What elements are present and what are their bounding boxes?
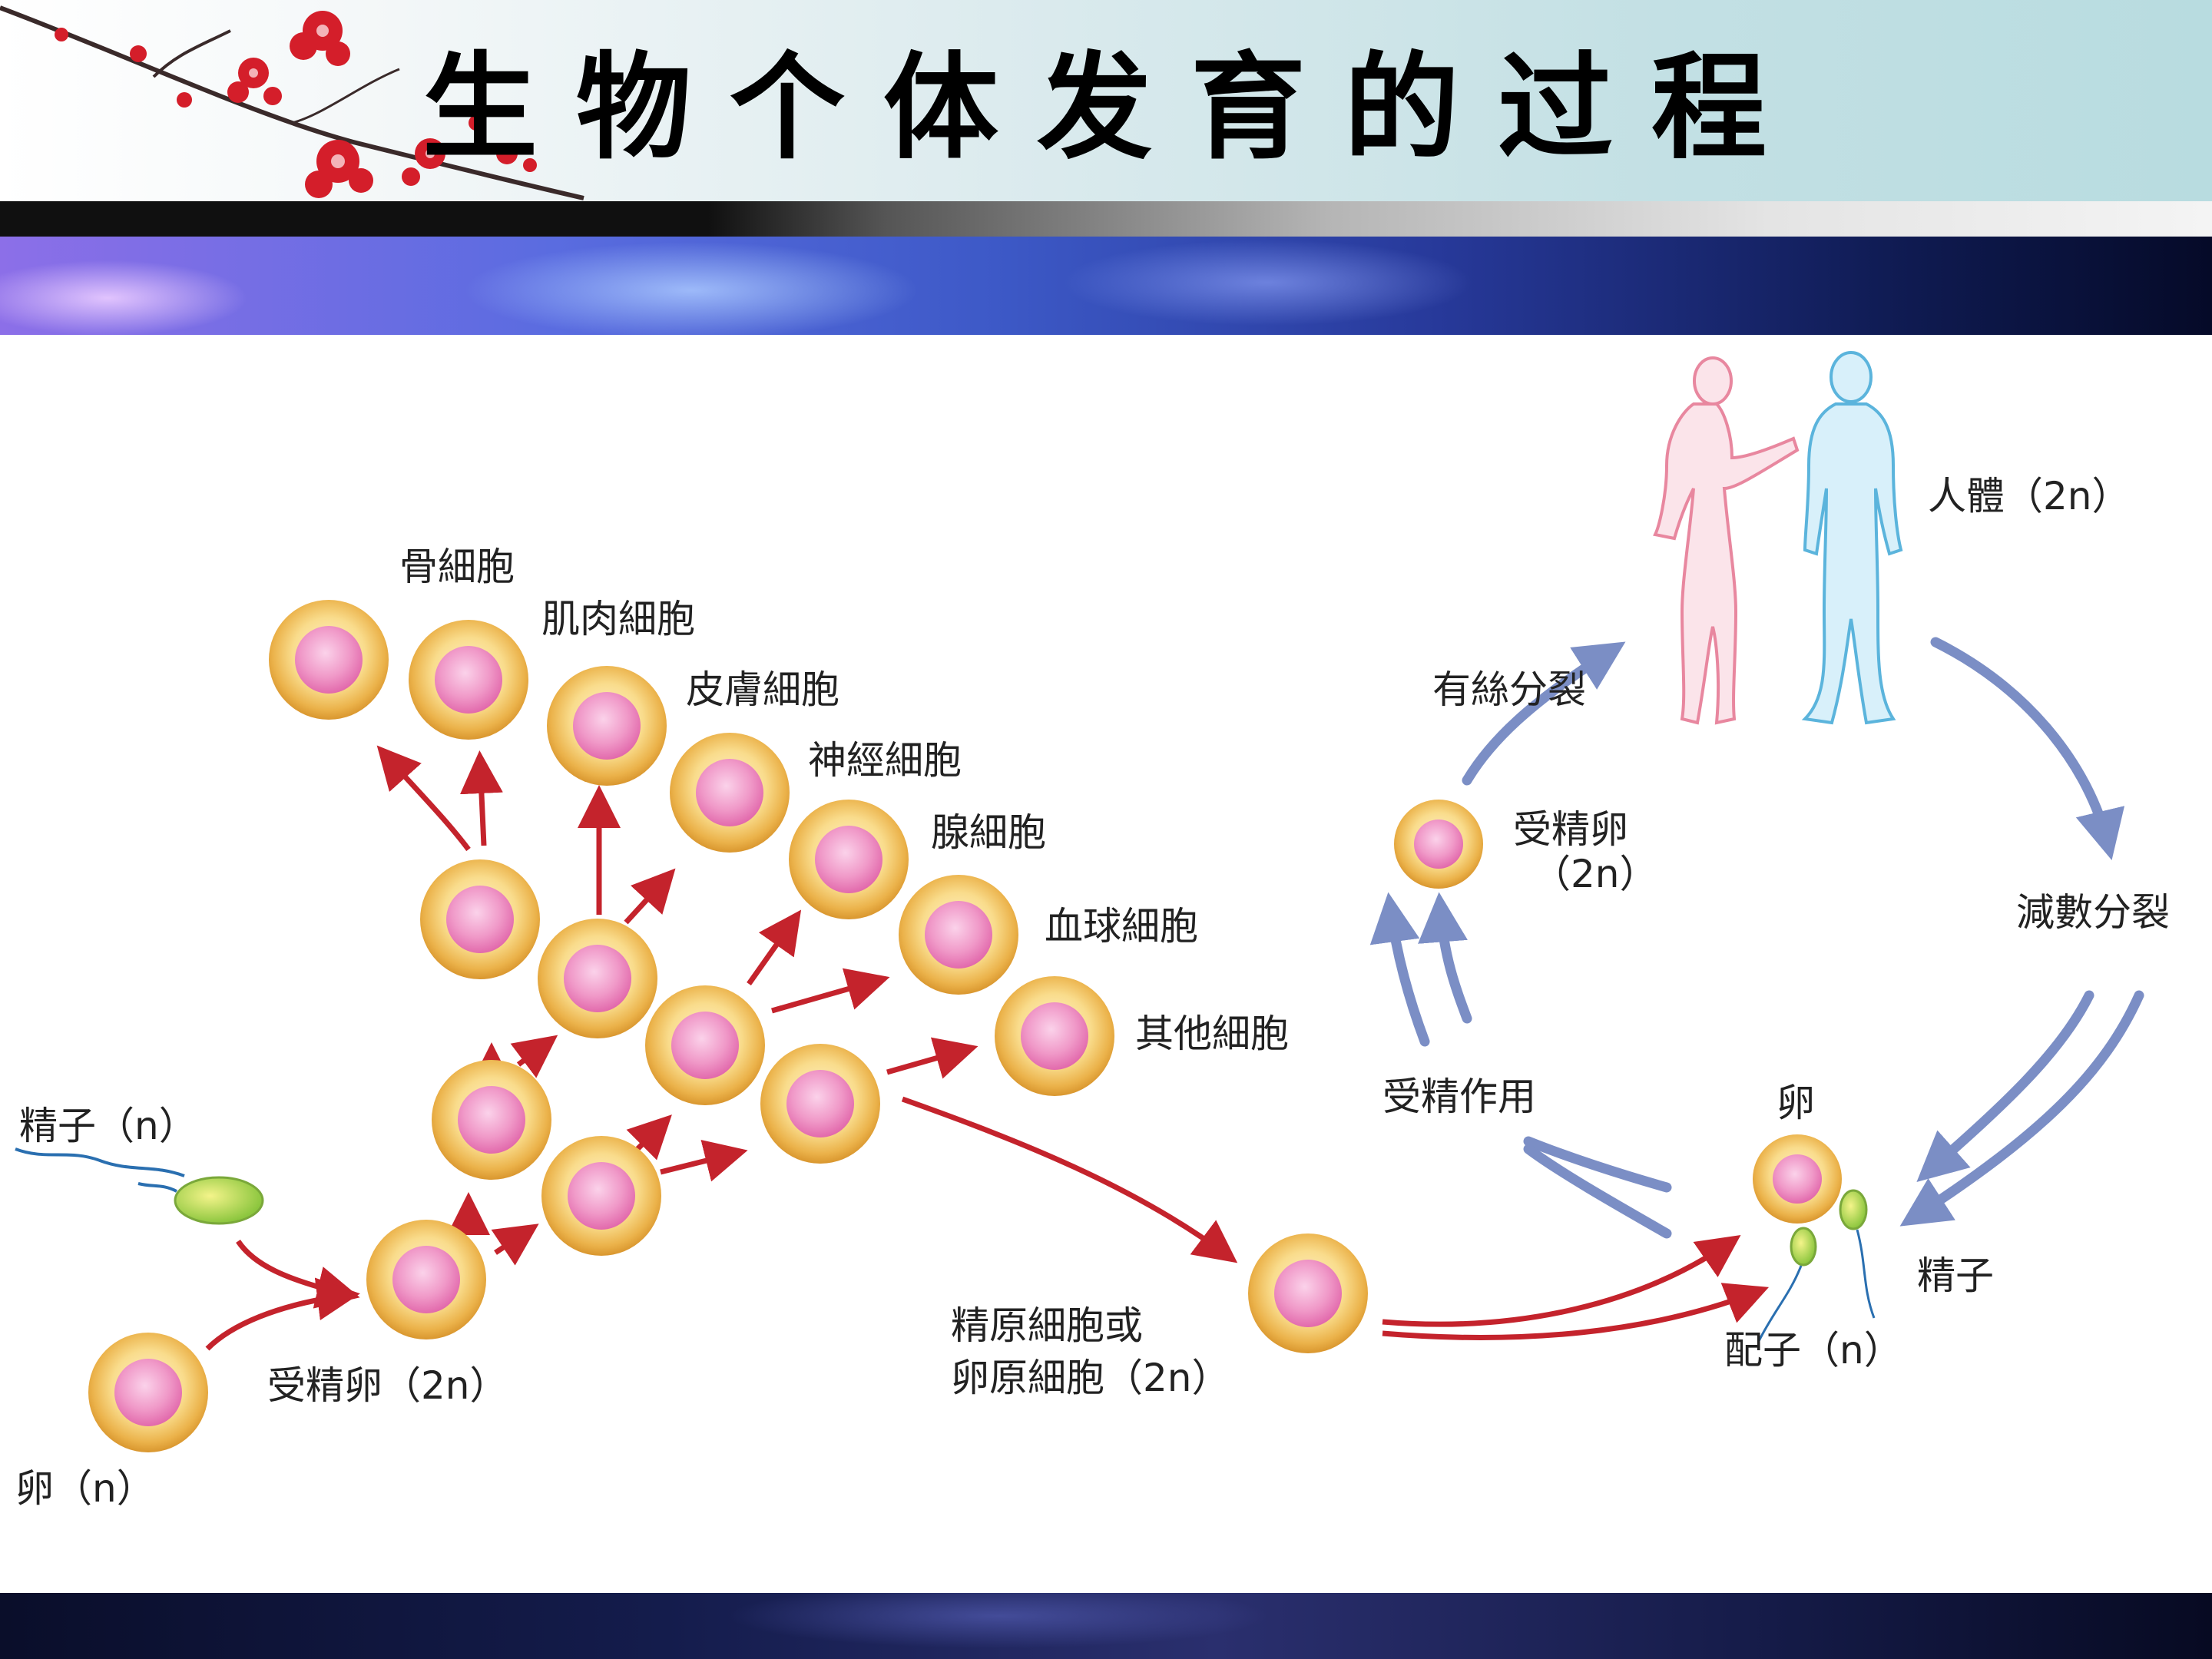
title-header: 生物个体发育的过程 [0,0,2212,201]
cosmic-banner-top [0,237,2212,335]
label-zygote-2n: 受精卵（2n） [267,1363,508,1408]
label-germ-cell-line2: 卵原細胞（2n） [951,1356,1230,1400]
arrow-mitosis-up [1462,641,1626,786]
arrow-c2-c4 [510,1035,558,1078]
arrow-fertilization-tail-2 [1523,1144,1672,1239]
label-meiosis: 減數分裂 [2016,890,2170,935]
arrow-fertilization-2 [1418,892,1472,1024]
cell-egg [88,1333,208,1452]
label-skin-cell: 皮膚細胞 [686,667,839,712]
cell-muscle [409,620,528,740]
label-nerve-cell: 神經細胞 [808,738,962,783]
cell-mid-b [538,919,657,1038]
cell-mid-a [420,859,540,979]
arrow-sperm-to-zygote [236,1240,360,1309]
cell-zygote [366,1220,486,1339]
cell-gland [789,800,909,919]
arrow-to-germ-cell [901,1096,1238,1263]
female-figure [1653,356,1800,725]
sperm-right [1757,1189,1876,1342]
cosmic-banner-bottom [0,1593,2212,1659]
label-cycle-2n: （2n） [1532,852,1658,896]
male-figure [1801,351,1903,725]
arrow-c3-c5 [626,1114,672,1161]
label-other-cell: 其他細胞 [1135,1012,1289,1056]
arrow-germ-to-sperm [1382,1283,1770,1340]
label-sperm-n: 精子（n） [19,1104,197,1148]
cell-cycle-egg [1753,1134,1842,1224]
label-fertilization: 受精作用 [1382,1075,1536,1119]
page-title: 生物个体发育的过程 [422,40,1805,175]
cells [88,600,1842,1452]
label-muscle-cell: 肌肉細胞 [541,597,695,641]
cell-cycle-zygote [1394,800,1483,889]
arrow-zygote-right [491,1224,539,1266]
cell-blood [899,875,1018,995]
cell-germ [1248,1233,1368,1353]
arrow-meiosis-1 [1916,990,2094,1182]
arrow-germ-to-egg [1382,1235,1741,1327]
label-mitosis: 有絲分裂 [1432,667,1586,712]
sperm-left [15,1147,264,1225]
arrow-to-other-cell [886,1037,979,1079]
label-gland-cell: 腺細胞 [931,810,1046,855]
arrow-fertilization-tail-1 [1523,1136,1672,1193]
header-divider-bar [0,201,2212,237]
arrow-body-to-meiosis [1930,637,2125,860]
cell-bone [269,600,389,720]
cell-mid-f [541,1136,661,1256]
arrow-egg-to-zygote [205,1277,360,1351]
label-cycle-sperm: 精子 [1917,1253,1994,1298]
label-cycle-egg: 卵 [1777,1081,1815,1125]
label-germ-cell-line1: 精原細胞或 [951,1303,1143,1348]
arrow-to-bone-cell [376,745,471,852]
cell-nerve [670,733,790,853]
arrow-fertilization-1 [1369,892,1430,1047]
arrow-c3-c6 [660,1140,748,1182]
cell-skin [547,666,667,786]
cell-other [995,976,1114,1096]
label-blood-cell: 血球細胞 [1045,904,1198,949]
label-bone-cell: 骨細胞 [399,545,515,589]
cell-mid-e [432,1060,551,1180]
arrow-to-muscle-cell [459,750,503,846]
label-egg-n: 卵（n） [15,1466,155,1511]
label-human-body-2n: 人體（2n） [1928,474,2131,518]
arrow-to-nerve-cell [624,868,676,925]
development-diagram: 骨細胞 肌肉細胞 皮膚細胞 神經細胞 腺細胞 血球細胞 其他細胞 精子（n） 卵… [0,335,2212,1593]
cell-mid-d [760,1044,880,1164]
cell-mid-c [645,985,765,1105]
arrow-to-blood-cell [771,968,890,1014]
diagram-graphics [15,351,2144,1452]
arrow-to-gland-cell [747,909,802,986]
label-gametes-n: 配子（n） [1724,1328,1902,1373]
label-cycle-zygote: 受精卵 [1513,807,1628,852]
plum-blossom-branch-decoration [0,5,584,200]
arrow-meiosis-2 [1899,990,2144,1227]
